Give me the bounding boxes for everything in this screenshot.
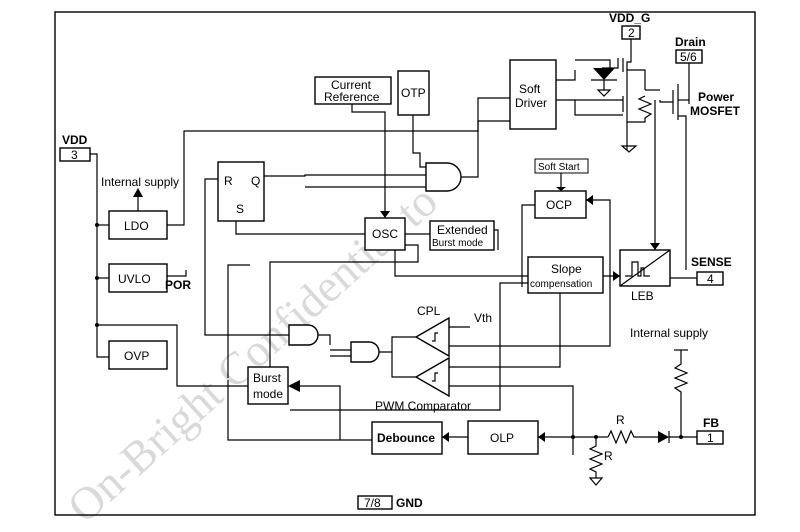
pin-sense: SENSE 4 <box>691 255 732 286</box>
latch-r: R <box>224 174 233 188</box>
soft-driver-line1: Soft <box>519 82 541 96</box>
extended-burst-line1: Extended <box>437 223 488 237</box>
ocp-label: OCP <box>546 198 572 212</box>
leb-block: LEB <box>619 249 671 303</box>
debounce-block: Debounce <box>371 421 443 455</box>
uvlo-block: UVLO <box>108 263 168 293</box>
slope-compensation-line1: Slope <box>551 262 582 276</box>
uvlo-label: UVLO <box>118 272 151 286</box>
pwm-comparator-label: PWM Comparator <box>375 399 471 413</box>
pin-vdd-number: 3 <box>71 148 78 162</box>
ldo-block: LDO <box>108 210 168 240</box>
pin-drain: Drain 5/6 <box>675 35 706 64</box>
current-reference-line2: Reference <box>324 90 380 104</box>
pin-vdd-g-number: 2 <box>628 26 635 40</box>
ocp-block: OCP <box>534 190 587 219</box>
chip-outline <box>54 11 756 516</box>
vth-label: Vth <box>474 311 492 325</box>
power-mosfet-line1: Power <box>698 90 734 104</box>
pin-sense-name: SENSE <box>691 255 732 269</box>
and-gate-otp <box>425 162 462 192</box>
cpl-label: CPL <box>417 304 441 318</box>
por-label: POR <box>165 278 191 292</box>
pin-fb-number: 1 <box>707 431 714 445</box>
slope-compensation-line2: compensation <box>530 279 592 290</box>
pin-gnd-number: 7/8 <box>364 496 381 510</box>
pin-gnd-name: GND <box>396 496 423 510</box>
ldo-label: LDO <box>124 219 149 233</box>
pin-vdd: VDD 3 <box>59 133 91 162</box>
otp-block: OTP <box>397 70 430 116</box>
pin-drain-number: 5/6 <box>680 50 697 64</box>
latch-block: R Q S <box>217 161 265 222</box>
ovp-label: OVP <box>124 349 149 363</box>
extended-burst-block: Extended Burst mode <box>429 220 495 251</box>
otp-label: OTP <box>401 86 426 100</box>
pin-fb: FB 1 <box>696 416 724 445</box>
internal-supply-top-label: Internal supply <box>101 175 179 189</box>
and-gate-latch-reset <box>288 324 319 346</box>
pin-drain-name: Drain <box>675 35 706 49</box>
current-reference-block: Current Reference <box>314 76 392 105</box>
pin-gnd: 7/8 GND <box>357 495 423 510</box>
pin-vdd-name: VDD <box>62 133 88 147</box>
cpl-comparator: CPL Vth <box>414 304 492 358</box>
osc-label: OSC <box>372 227 398 241</box>
olp-block: OLP <box>467 420 539 455</box>
soft-driver-line2: Driver <box>515 96 547 110</box>
resistor-series-label: R <box>616 413 625 427</box>
osc-block: OSC <box>364 217 406 251</box>
power-mosfet-line2: MOSFET <box>690 104 741 118</box>
slope-compensation-block: Slope compensation <box>527 256 604 294</box>
burst-mode-block: Burst mode <box>247 366 289 405</box>
internal-supply-right-label: Internal supply <box>630 326 708 340</box>
leb-label: LEB <box>631 289 654 303</box>
latch-q: Q <box>251 174 260 188</box>
pin-sense-number: 4 <box>707 272 714 286</box>
latch-s: S <box>236 202 244 216</box>
pin-vdd-g-name: VDD_G <box>609 11 650 25</box>
burst-mode-line2: mode <box>253 387 283 401</box>
wiring <box>90 39 697 486</box>
current-reference-line1: Current <box>331 78 372 92</box>
olp-label: OLP <box>490 431 514 445</box>
extended-burst-line2: Burst mode <box>432 238 484 249</box>
resistor-shunt-label: R <box>604 449 613 463</box>
and-gate-comparators <box>350 341 380 363</box>
ovp-block: OVP <box>108 340 168 370</box>
pin-fb-name: FB <box>703 416 719 430</box>
soft-driver-block: Soft Driver <box>509 59 557 130</box>
soft-start-label: Soft Start <box>538 162 580 173</box>
pin-vdd-g: VDD_G 2 <box>609 11 650 40</box>
debounce-label: Debounce <box>377 431 435 445</box>
soft-start-block: Soft Start <box>534 158 589 174</box>
burst-mode-line1: Burst <box>253 371 282 385</box>
